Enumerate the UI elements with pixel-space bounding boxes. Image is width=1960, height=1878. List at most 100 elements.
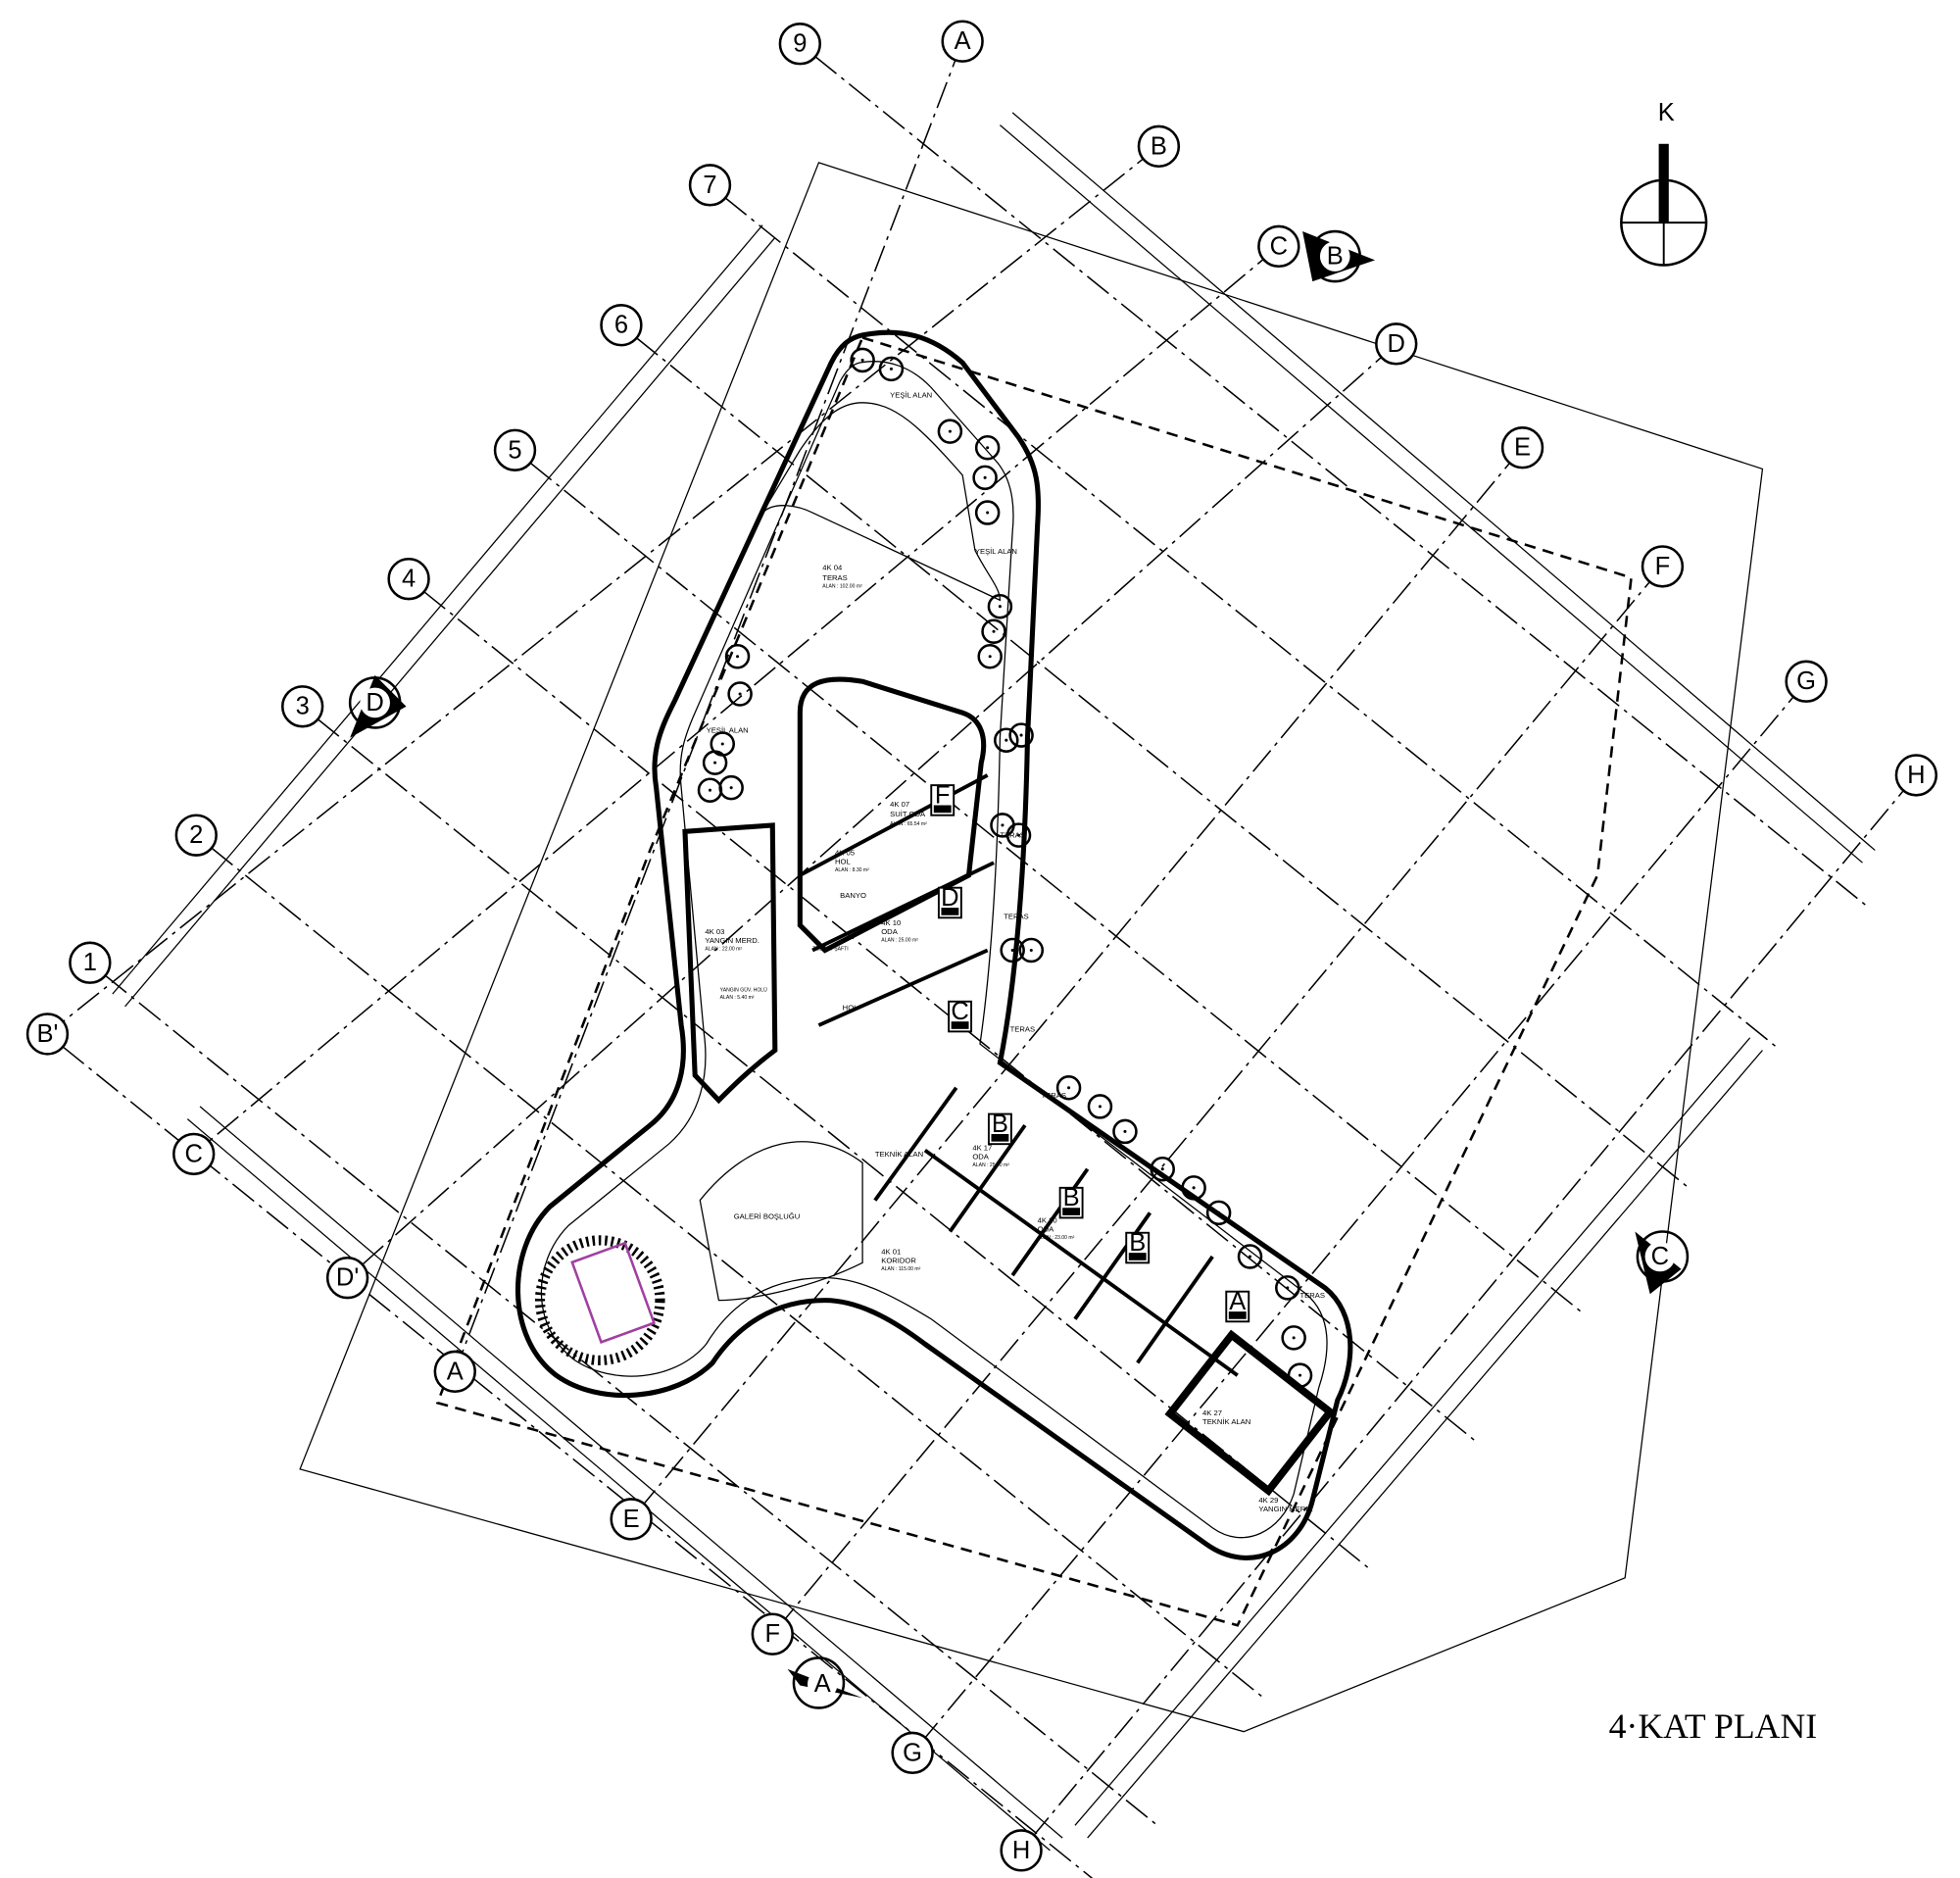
tree-icon — [727, 681, 753, 707]
tree-icon — [937, 419, 963, 444]
room-03-area: ALAN : 22.00 m² — [705, 946, 742, 952]
room-17-area: ALAN : 25.00 m² — [972, 1162, 1009, 1168]
svg-text:A: A — [1229, 1288, 1246, 1315]
grid-line-3 — [317, 717, 1371, 1570]
label-green-1: YEŞİL ALAN — [890, 391, 932, 400]
grid-bubble-top-A: A — [941, 20, 984, 63]
tree-icon — [994, 727, 1019, 753]
tree-icon — [1000, 937, 1025, 964]
tree-icon — [1005, 822, 1032, 848]
svg-text:C: C — [1651, 1243, 1669, 1270]
grid-line-B' — [62, 1046, 1094, 1878]
grid-bubble-4: 4 — [387, 557, 430, 601]
plot-boundary — [299, 162, 1764, 1733]
section-marker-a: A — [787, 1656, 863, 1709]
svg-text:A: A — [814, 1670, 831, 1698]
svg-text:1: 1 — [83, 949, 97, 976]
svg-text:7: 7 — [703, 172, 716, 199]
north-label: K — [1658, 99, 1675, 126]
svg-text:E: E — [1514, 434, 1531, 462]
svg-text:B: B — [992, 1111, 1008, 1138]
svg-text:E: E — [623, 1506, 640, 1533]
grid-bubble-top-B: B — [1137, 124, 1181, 169]
grid-line-7 — [724, 197, 1779, 1050]
room-03-name: YANGIN MERD. — [705, 936, 759, 945]
room-04-name: TERAS — [822, 573, 847, 582]
svg-text:B: B — [1063, 1184, 1080, 1211]
grid-line-6 — [635, 336, 1690, 1189]
terrace-label-4: TERAS — [1042, 1091, 1066, 1100]
room-17-name: ODA — [972, 1152, 989, 1161]
svg-text:4: 4 — [402, 566, 416, 593]
svg-text:F: F — [764, 1620, 780, 1648]
grid-line-D — [347, 343, 1397, 1279]
grid-bubble-6: 6 — [600, 304, 643, 347]
tree-icon — [1275, 1275, 1300, 1301]
terrace-label-5: TERAS — [1300, 1291, 1325, 1300]
drawing-title: 4·KAT PLANI — [1609, 1706, 1818, 1746]
tree-icon — [1205, 1200, 1232, 1226]
section-marker-b: B — [1302, 229, 1376, 283]
room-02-area: ALAN : 5.40 m² — [720, 995, 755, 1001]
grid-bubble-bottom-H: H — [1000, 1829, 1043, 1872]
room-05-name: HOL — [835, 857, 851, 865]
svg-text:B: B — [1129, 1229, 1146, 1257]
gallery-void-label: GALERİ BOŞLUĞU — [734, 1212, 801, 1221]
grid-bubble-top-G: G — [1785, 660, 1828, 703]
north-arrow: K — [1620, 99, 1708, 267]
tree-icon — [697, 777, 723, 803]
unit-tag-F: F — [930, 781, 956, 816]
unit-tag-C: C — [948, 998, 973, 1033]
grid-bubble-9: 9 — [778, 23, 822, 66]
grid-bubble-bottom-E: E — [610, 1498, 653, 1541]
svg-text:G: G — [1796, 667, 1816, 695]
svg-text:D': D' — [336, 1264, 359, 1292]
terrace-label-3: TERAS — [1010, 1024, 1035, 1033]
section-marker-c: C — [1635, 1230, 1690, 1295]
tree-icon — [718, 774, 744, 801]
grid-line-5 — [529, 462, 1584, 1314]
grid-bubble-top-C: C — [1257, 224, 1300, 269]
tech-label: TEKNİK ALAN — [875, 1150, 923, 1159]
grid-bubble-bottom-F: F — [751, 1612, 794, 1656]
svg-text:B: B — [1151, 132, 1167, 160]
tree-icon — [1055, 1075, 1082, 1101]
tree-icon — [977, 643, 1003, 669]
svg-text:C: C — [1270, 232, 1288, 260]
tree-icon — [1181, 1175, 1206, 1201]
svg-text:D: D — [1388, 330, 1405, 358]
tree-icon — [850, 347, 875, 373]
grid-bubble-bottom-G: G — [891, 1731, 934, 1775]
terrace-label-2: TERAS — [1004, 913, 1028, 921]
room-07-area: ALAN : 65.54 m² — [890, 821, 927, 827]
unit-tag-B: B — [1058, 1184, 1084, 1219]
grid-line-H — [1020, 774, 1917, 1852]
room-27-code: 4K 27 — [1202, 1408, 1222, 1417]
room-29-name: YANGIN MERD. — [1258, 1505, 1312, 1513]
room-20-code: 4K 20 — [1038, 1216, 1057, 1225]
grid-bubble-top-H: H — [1894, 754, 1938, 797]
terrace-label-1: TERAS — [1000, 831, 1024, 840]
dimension-lines — [112, 112, 1876, 1852]
room-20-area: ALAN : 23.00 m² — [1038, 1235, 1075, 1241]
grid-line-1 — [104, 974, 1159, 1827]
tree-icon — [878, 356, 905, 382]
room-01-code: 4K 01 — [881, 1247, 901, 1256]
tree-icon — [1150, 1156, 1175, 1182]
tree-icon — [1287, 1362, 1313, 1388]
svg-text:5: 5 — [508, 436, 521, 464]
grid-bubble-2: 2 — [174, 814, 218, 857]
room-10-area: ALAN : 25.00 m² — [881, 938, 918, 944]
svg-text:2: 2 — [189, 821, 203, 849]
tree-icon — [1281, 1325, 1306, 1351]
grid-bubble-B': B' — [25, 1013, 70, 1056]
room-01-name: KORIDOR — [881, 1256, 916, 1264]
room-17-code: 4K 17 — [972, 1144, 992, 1153]
room-07-code: 4K 07 — [890, 800, 909, 809]
grid-line-E — [630, 447, 1524, 1520]
room-05-area: ALAN : 8.30 m² — [835, 867, 869, 873]
room-10-name: ODA — [881, 927, 898, 936]
tree-icon — [981, 618, 1006, 644]
